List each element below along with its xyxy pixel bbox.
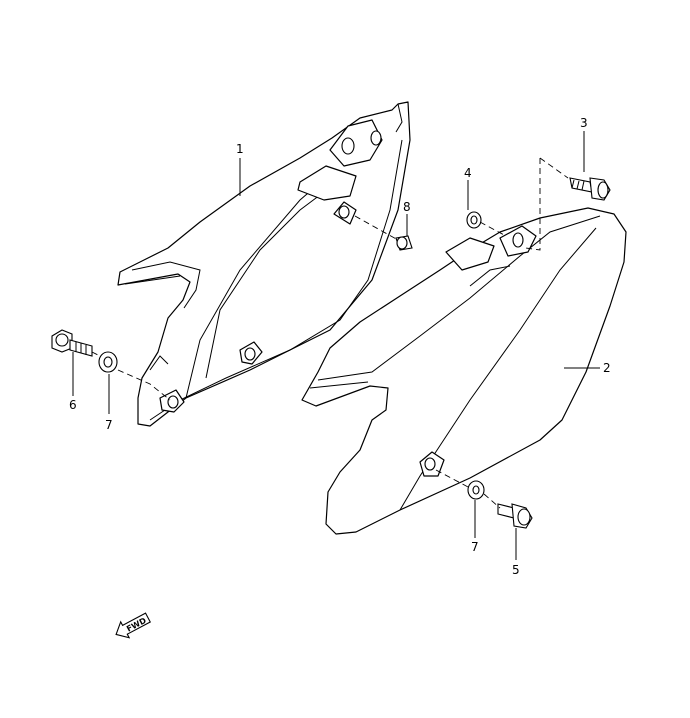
callout-3: 3 xyxy=(580,116,588,130)
callout-7-left: 7 xyxy=(105,418,113,432)
bolt-6 xyxy=(51,329,93,357)
callout-8: 8 xyxy=(403,200,411,214)
leader-lines xyxy=(72,131,600,560)
callout-2: 2 xyxy=(603,361,611,375)
bolt-3 xyxy=(569,177,611,201)
callout-4: 4 xyxy=(464,166,472,180)
washer-7-right xyxy=(467,480,485,500)
install-lines xyxy=(91,157,569,509)
bolt-5 xyxy=(497,503,533,529)
callout-1: 1 xyxy=(236,142,244,156)
washer-7-left xyxy=(98,351,118,373)
callout-6: 6 xyxy=(69,398,77,412)
callout-5: 5 xyxy=(512,563,520,577)
frame-cover-left xyxy=(117,101,411,427)
callout-7-right: 7 xyxy=(471,540,479,554)
collar-8 xyxy=(395,235,413,251)
grommet-4 xyxy=(466,211,482,229)
fwd-arrow-icon: FWD xyxy=(115,612,151,639)
